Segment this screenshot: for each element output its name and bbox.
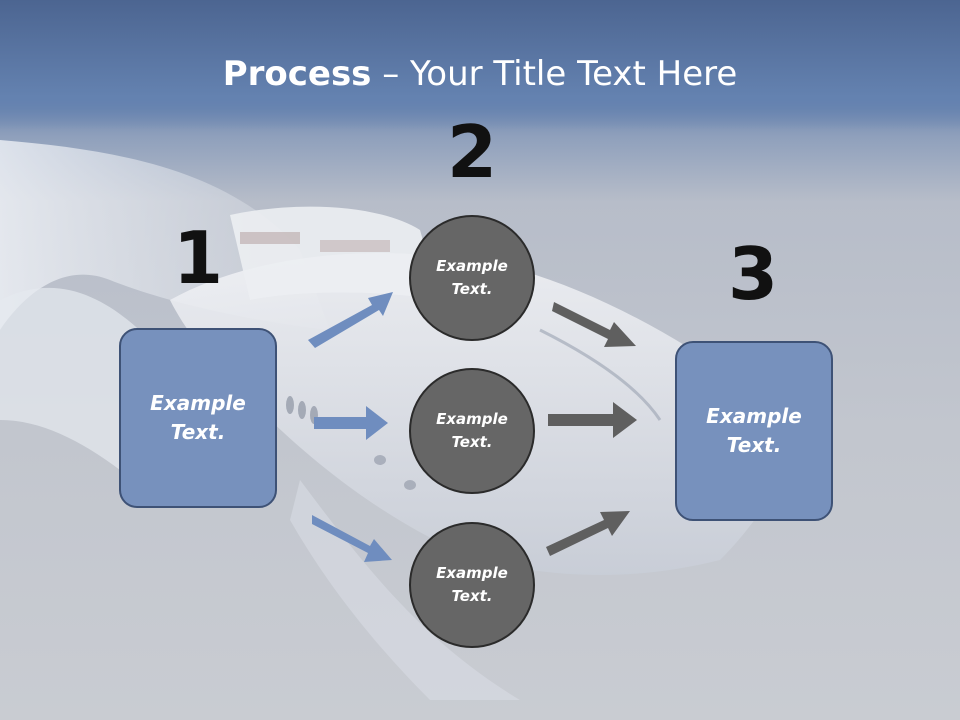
arrow-top-to-right [552,302,636,347]
right-process-box: Example Text. [675,341,833,521]
process-circle-middle: Example Text. [409,368,535,494]
arrow-left-to-bottom [312,515,392,562]
arrow-middle-to-right [548,402,637,438]
circle-text: Example Text. [436,564,508,605]
arrow-left-to-top [308,292,393,348]
circle-text: Example Text. [436,410,508,451]
circle-text: Example Text. [436,257,508,298]
arrow-left-to-middle [314,406,388,440]
left-process-box: Example Text. [119,328,277,508]
step-number-2: 2 [446,110,498,194]
step-number-3: 3 [727,232,779,316]
slide-title: Process – Your Title Text Here [0,52,960,96]
step-number-1: 1 [172,216,224,300]
arrow-bottom-to-right [546,511,630,556]
process-circle-bottom: Example Text. [409,522,535,648]
left-box-text: Example Text. [150,391,246,444]
title-bold: Process [222,54,372,94]
process-circle-top: Example Text. [409,215,535,341]
title-rest: – Your Title Text Here [371,54,738,94]
right-box-text: Example Text. [706,404,802,457]
title-band [0,0,960,130]
